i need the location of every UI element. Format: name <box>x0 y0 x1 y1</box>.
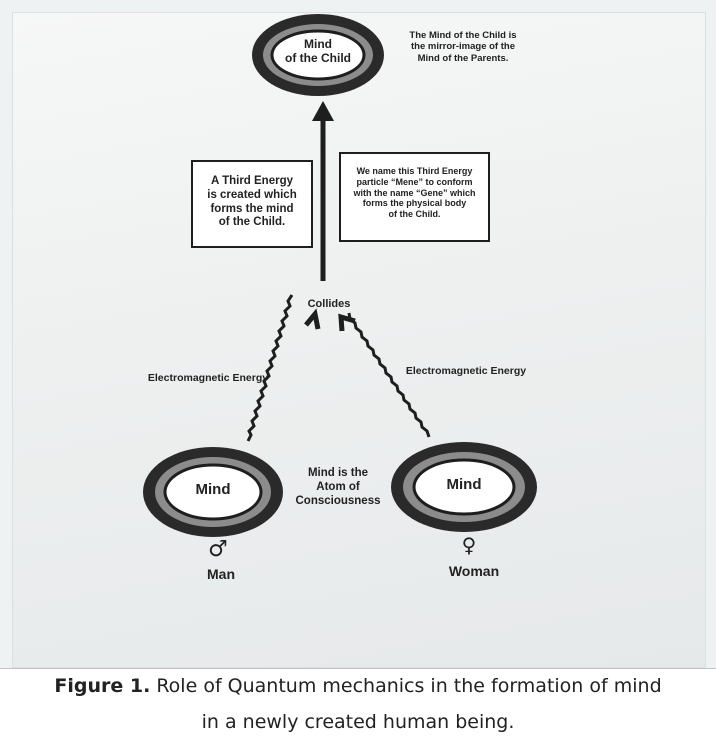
caption-line-2: in a newly created human being. <box>201 711 515 733</box>
mirror-note: The Mind of the Child is the mirror-imag… <box>378 30 548 64</box>
woman-mind-label: Mind <box>446 476 482 493</box>
collides-label: Collides <box>307 298 351 310</box>
man-mind-label: Mind <box>195 481 231 498</box>
third-energy-text: A Third Energy is created which forms th… <box>192 175 312 230</box>
right-energy-label: Electromagnetic Energy <box>405 365 527 377</box>
mene-line: forms the physical body <box>362 198 467 209</box>
figure-caption: Figure 1. Role of Quantum mechanics in t… <box>0 668 716 742</box>
mene-text: We name this Third Energy particle “Mene… <box>340 166 489 220</box>
left-energy-arrow <box>246 294 321 442</box>
mene-line: We name this Third Energy <box>356 166 473 176</box>
child-mind-label-line2: of the Child <box>285 51 351 66</box>
woman-label: Woman <box>448 563 500 579</box>
third-energy-line: forms the mind <box>210 202 294 215</box>
man-mind-ring <box>143 447 283 537</box>
upward-arrow <box>312 101 334 281</box>
mene-line: particle “Mene” to conform <box>356 176 473 187</box>
atom-note-line: Atom of <box>316 480 360 493</box>
atom-note-line: Consciousness <box>295 494 381 507</box>
caption-line-1-text: Role of Quantum mechanics in the formati… <box>150 675 662 697</box>
mene-line: of the Child. <box>388 209 441 220</box>
child-mind-ring <box>252 14 384 96</box>
woman-mind-ring <box>391 442 537 532</box>
child-mind-label: Mind of the Child <box>268 37 368 66</box>
figure-label: Figure 1. <box>54 675 151 697</box>
left-energy-label: Electromagnetic Energy <box>147 372 269 384</box>
mirror-note-line: Mind of the Parents. <box>417 52 509 64</box>
male-symbol-icon: ♂ <box>208 537 228 562</box>
atom-note-line: Mind is the <box>307 467 369 479</box>
child-mind-label-line1: Mind <box>304 37 332 51</box>
diagram-photo: Mind of the Child The Mind of the Child … <box>12 12 706 668</box>
atom-note: Mind is the Atom of Consciousness <box>283 467 393 508</box>
caption-line-1: Figure 1. Role of Quantum mechanics in t… <box>0 675 716 697</box>
third-energy-line: of the Child. <box>218 216 286 229</box>
mirror-note-line: The Mind of the Child is <box>409 30 517 41</box>
man-label: Man <box>207 566 235 582</box>
female-symbol-icon: ♀ <box>461 533 477 557</box>
third-energy-box <box>191 160 313 248</box>
right-energy-arrow <box>338 312 431 438</box>
third-energy-line: A Third Energy <box>211 175 293 187</box>
third-energy-line: is created which <box>207 188 297 201</box>
mene-line: with the name “Gene” which <box>353 187 476 198</box>
mirror-note-line: the mirror-image of the <box>411 41 515 53</box>
mene-box <box>339 152 490 242</box>
diagram-graphics <box>143 14 537 537</box>
